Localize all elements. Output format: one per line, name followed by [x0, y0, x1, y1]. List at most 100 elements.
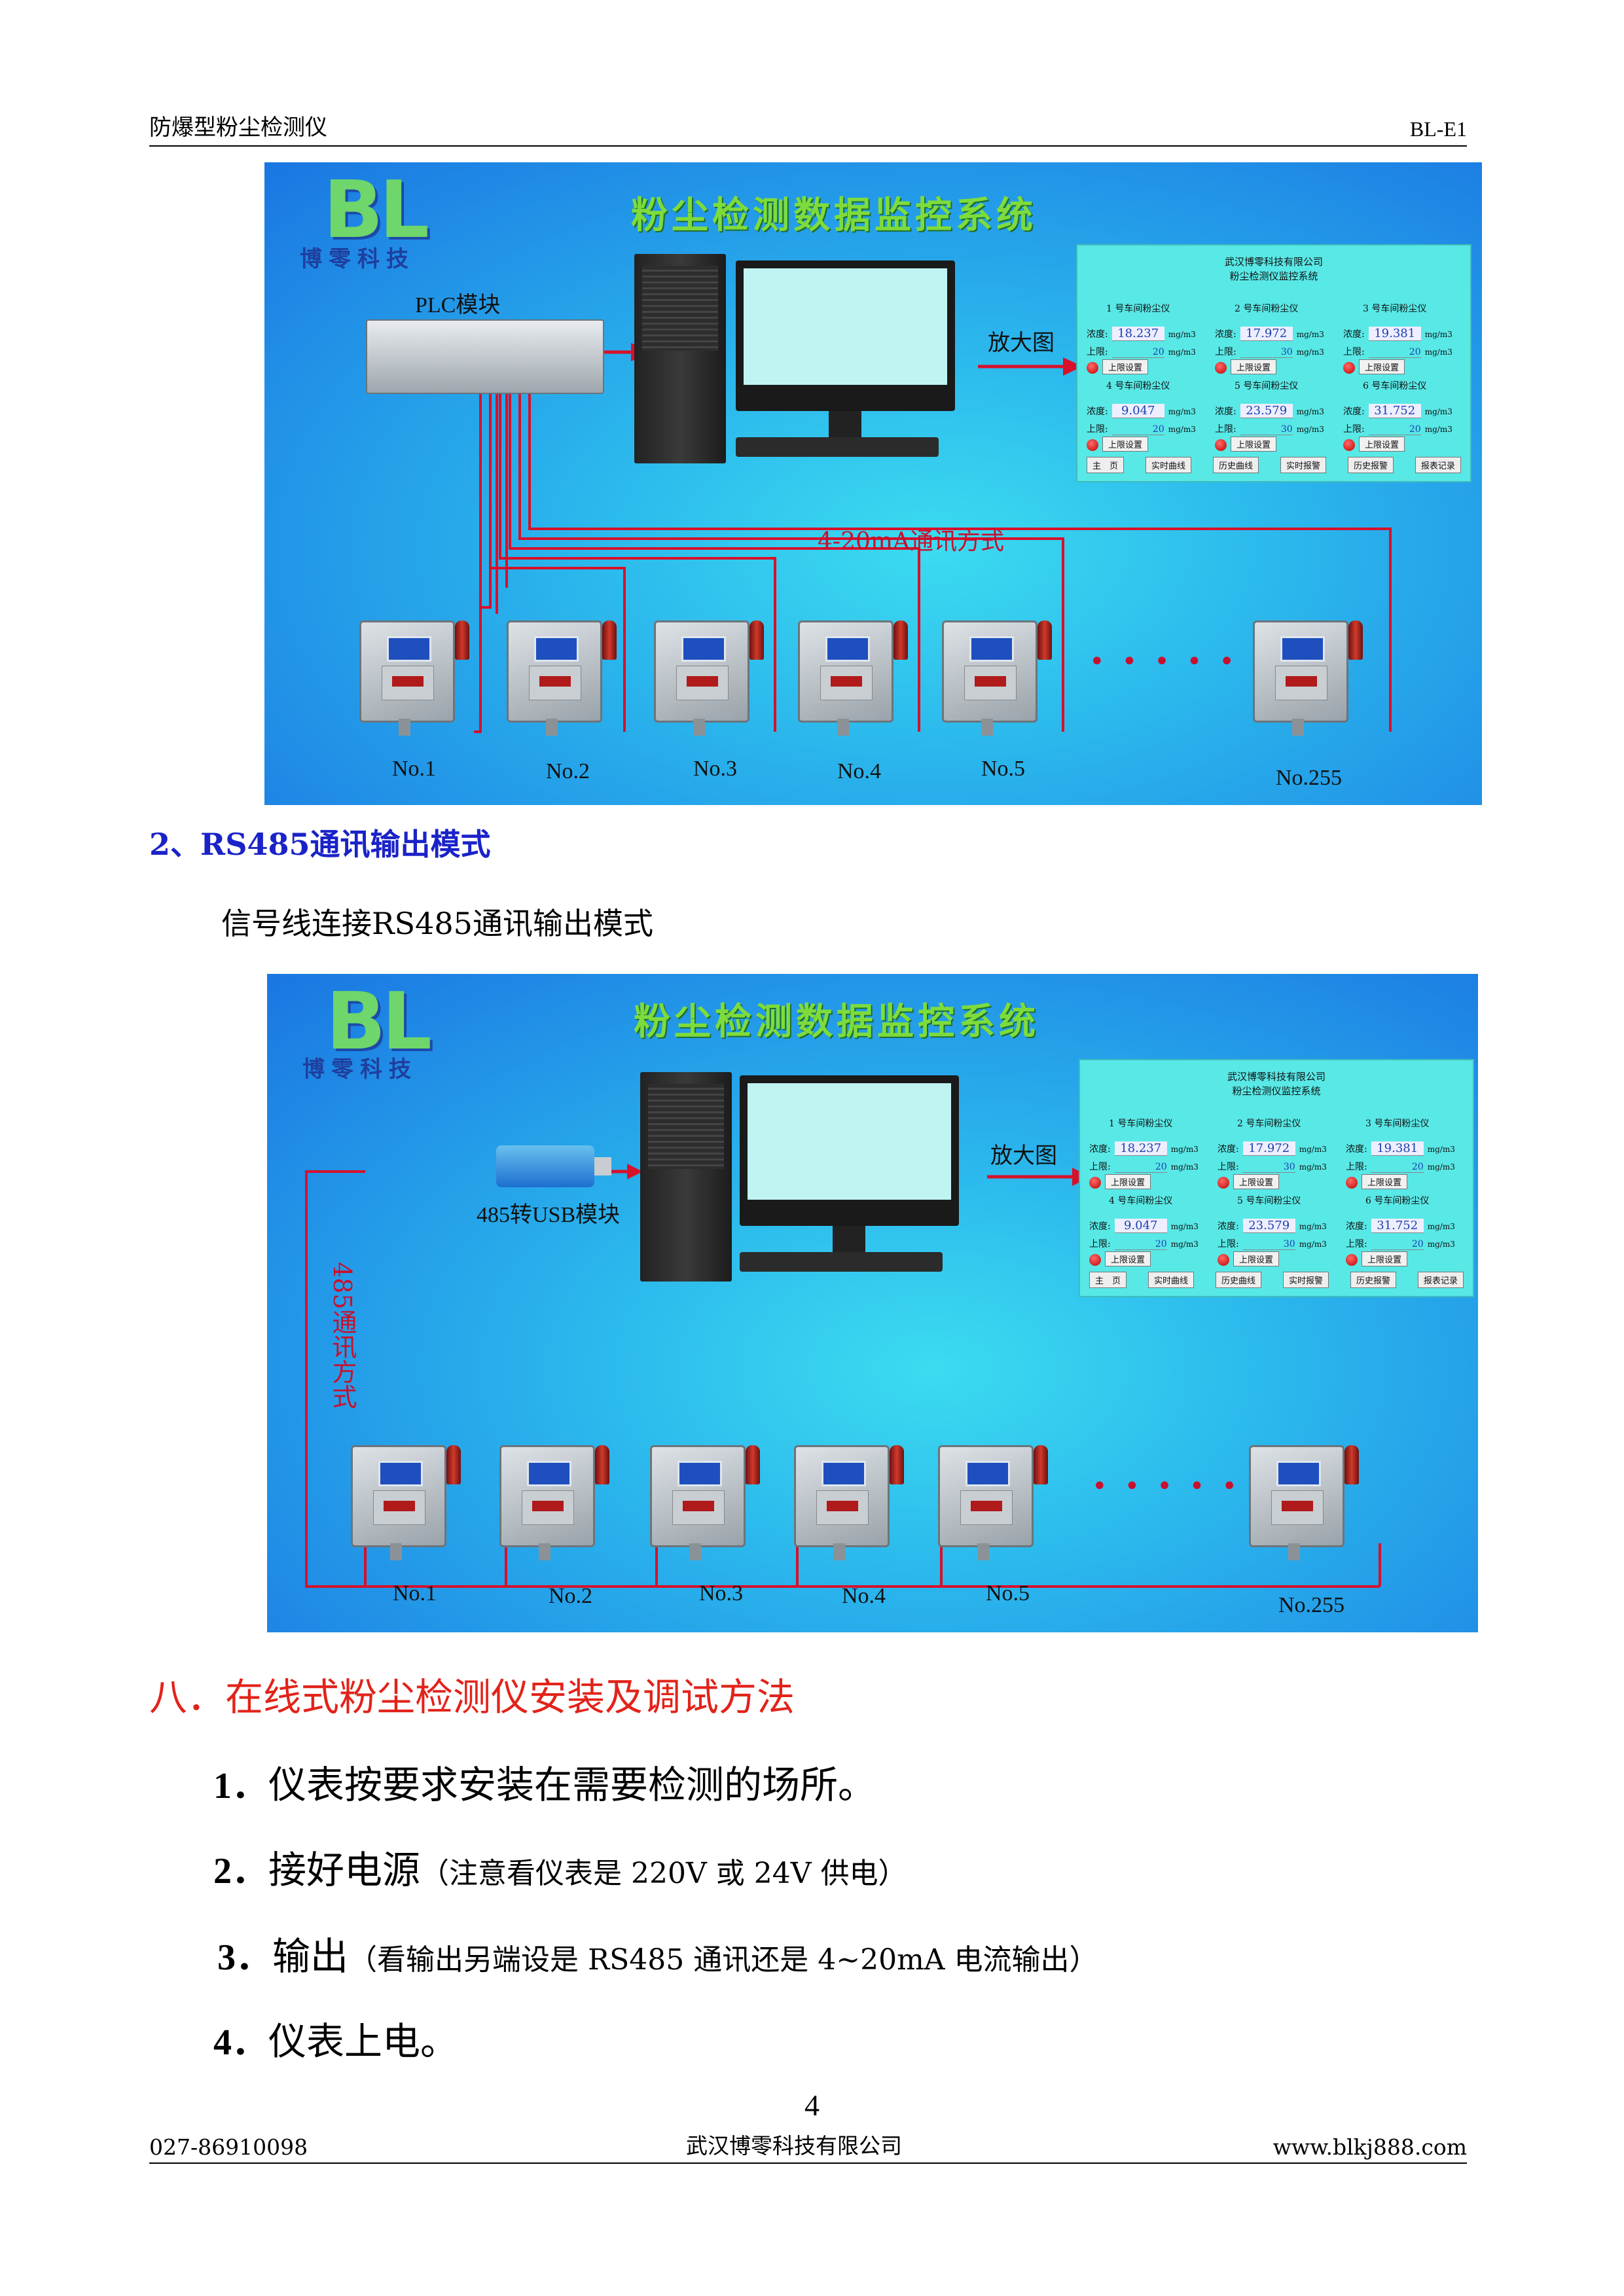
device-label: No.1 — [393, 1581, 437, 1606]
nav-button[interactable]: 历史曲线 — [1213, 457, 1259, 473]
limit-label: 上限: — [1087, 347, 1108, 357]
logo-text: 博零科技 — [302, 1051, 418, 1083]
device-label: No.4 — [842, 1584, 886, 1609]
unit: mg/m3 — [1428, 1240, 1455, 1249]
detector-device — [650, 1445, 761, 1560]
nav-button[interactable]: 报表记录 — [1415, 457, 1461, 473]
alarm-light-icon — [1343, 439, 1355, 451]
conc-label: 浓度: — [1089, 1221, 1111, 1232]
logo-text: 博零科技 — [300, 241, 415, 273]
instrument-name: 4 号车间粉尘仪 — [1109, 1194, 1172, 1207]
detector-device — [1249, 1445, 1360, 1560]
conc-value: 9.047 — [1115, 1219, 1167, 1233]
detector-device — [798, 620, 909, 735]
unit: mg/m3 — [1171, 1222, 1199, 1231]
install-step: 4．仪表上电。 — [213, 2011, 458, 2066]
limit-label: 上限: — [1343, 347, 1365, 357]
instrument-name: 2 号车间粉尘仪 — [1237, 1117, 1301, 1130]
nav-button[interactable]: 主 页 — [1087, 457, 1124, 473]
header-product: 防爆型粉尘检测仪 — [149, 109, 327, 141]
section-heading-rs485: 2、RS485通讯输出模式 — [149, 821, 490, 864]
detector-device — [351, 1445, 462, 1560]
limit-label: 上限: — [1089, 1162, 1111, 1172]
unit: mg/m3 — [1168, 425, 1196, 434]
detector-device — [499, 1445, 611, 1560]
conc-label: 浓度: — [1215, 406, 1236, 417]
nav-button[interactable]: 实时曲线 — [1146, 457, 1191, 473]
limit-setting-button[interactable]: 上限设置 — [1105, 1251, 1151, 1266]
unit: mg/m3 — [1428, 1162, 1455, 1172]
unit: mg/m3 — [1428, 1145, 1455, 1154]
nav-button[interactable]: 实时曲线 — [1148, 1272, 1194, 1288]
nav-button[interactable]: 历史曲线 — [1216, 1272, 1261, 1288]
unit: mg/m3 — [1425, 407, 1453, 416]
device-label: No.2 — [546, 759, 590, 784]
nav-button[interactable]: 实时报警 — [1283, 1272, 1329, 1288]
conc-value: 17.972 — [1240, 327, 1293, 341]
detector-device — [654, 620, 765, 735]
nav-button[interactable]: 历史报警 — [1348, 457, 1394, 473]
limit-setting-button[interactable]: 上限设置 — [1359, 359, 1405, 374]
unit: mg/m3 — [1171, 1145, 1199, 1154]
device-label: No.255 — [1278, 1593, 1344, 1618]
limit-value: 30 — [1240, 424, 1293, 435]
system-title: 粉尘检测数据监控系统 — [631, 186, 1037, 239]
unit: mg/m3 — [1299, 1145, 1327, 1154]
device-label: No.4 — [837, 759, 881, 784]
conc-value: 23.579 — [1240, 404, 1293, 418]
limit-setting-button[interactable]: 上限设置 — [1105, 1174, 1151, 1189]
conc-value: 19.381 — [1369, 327, 1421, 341]
alarm-light-icon — [1343, 362, 1355, 374]
unit: mg/m3 — [1297, 425, 1324, 434]
unit: mg/m3 — [1425, 348, 1453, 357]
unit: mg/m3 — [1297, 348, 1324, 357]
limit-setting-button[interactable]: 上限设置 — [1102, 437, 1148, 452]
limit-setting-button[interactable]: 上限设置 — [1359, 437, 1405, 452]
limit-value: 20 — [1369, 347, 1421, 358]
device-label: No.3 — [699, 1581, 743, 1606]
limit-setting-button[interactable]: 上限设置 — [1233, 1174, 1279, 1189]
install-step: 3．输出（看输出另端设是 RS485 通讯还是 4~20mA 电流输出） — [217, 1926, 1098, 1981]
nav-button[interactable]: 主 页 — [1089, 1272, 1127, 1288]
conc-value: 31.752 — [1369, 404, 1421, 418]
logo-letters: BL — [323, 171, 425, 250]
footer-phone: 027-86910098 — [149, 2134, 308, 2160]
instrument-name: 1 号车间粉尘仪 — [1106, 302, 1170, 315]
conc-label: 浓度: — [1343, 329, 1365, 340]
instrument-name: 3 号车间粉尘仪 — [1365, 1117, 1429, 1130]
conc-value: 17.972 — [1243, 1141, 1295, 1156]
instrument-name: 6 号车间粉尘仪 — [1365, 1194, 1429, 1207]
alarm-light-icon — [1087, 362, 1098, 374]
nav-button[interactable]: 历史报警 — [1350, 1272, 1396, 1288]
pc-monitor — [740, 1075, 959, 1226]
nav-button[interactable]: 实时报警 — [1280, 457, 1326, 473]
detector-device — [507, 620, 618, 735]
section-text-rs485: 信号线连接RS485通讯输出模式 — [221, 900, 653, 943]
conc-label: 浓度: — [1346, 1144, 1367, 1155]
zoom-label: 放大图 — [988, 325, 1055, 357]
detector-device — [942, 620, 1053, 735]
unit: mg/m3 — [1168, 407, 1196, 416]
alarm-light-icon — [1346, 1254, 1358, 1266]
limit-label: 上限: — [1089, 1239, 1111, 1249]
continuation-dots: ••••• — [1092, 1471, 1254, 1501]
limit-setting-button[interactable]: 上限设置 — [1233, 1251, 1279, 1266]
keyboard — [736, 437, 939, 457]
limit-label: 上限: — [1215, 347, 1236, 357]
limit-value: 20 — [1115, 1239, 1167, 1250]
limit-setting-button[interactable]: 上限设置 — [1102, 359, 1148, 374]
limit-setting-button[interactable]: 上限设置 — [1362, 1251, 1407, 1266]
limit-setting-button[interactable]: 上限设置 — [1362, 1174, 1407, 1189]
plc-module-label: PLC模块 — [415, 287, 500, 319]
limit-setting-button[interactable]: 上限设置 — [1231, 359, 1276, 374]
limit-setting-button[interactable]: 上限设置 — [1231, 437, 1276, 452]
usb-module — [496, 1145, 594, 1187]
limit-value: 20 — [1115, 1162, 1167, 1173]
unit: mg/m3 — [1297, 407, 1324, 416]
nav-button[interactable]: 报表记录 — [1418, 1272, 1464, 1288]
